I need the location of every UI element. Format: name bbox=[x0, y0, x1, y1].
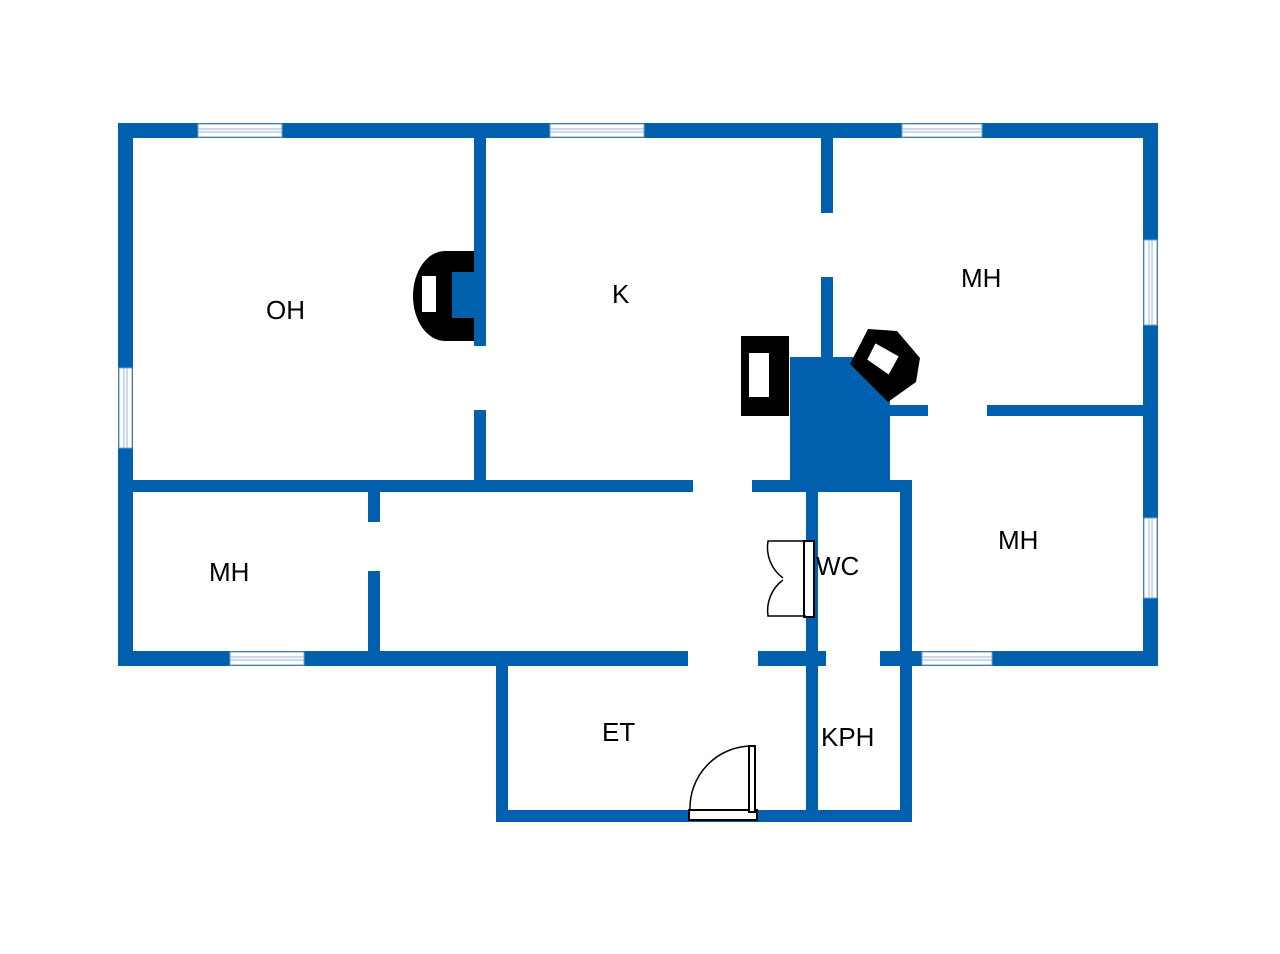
exterior-walls bbox=[118, 123, 1158, 822]
room-label-k: K bbox=[612, 279, 630, 309]
stove-kitchen bbox=[741, 336, 789, 416]
window-bottom-mh-left bbox=[229, 651, 305, 666]
room-label-et: ET bbox=[602, 717, 635, 747]
wall-k-mh-upper bbox=[821, 138, 833, 213]
wall-mh-left-lower bbox=[368, 571, 380, 656]
wall-mh-left-upper bbox=[368, 492, 380, 522]
room-labels: OH K MH MH MH WC ET KPH bbox=[209, 263, 1038, 752]
door-entrance bbox=[688, 745, 758, 821]
room-label-kph: KPH bbox=[821, 722, 874, 752]
wall-annex-left bbox=[496, 658, 508, 822]
wall-mh-mh-b bbox=[987, 405, 1143, 416]
stove-mh bbox=[850, 329, 920, 402]
interior-walls bbox=[133, 138, 1143, 822]
window-right-mh-lower bbox=[1143, 517, 1158, 599]
window-left-oh bbox=[118, 367, 133, 449]
wall-mh-mh-a bbox=[890, 405, 928, 416]
wall-bottom-left bbox=[118, 651, 688, 666]
windows bbox=[118, 123, 1158, 666]
wall-oh-k-lower bbox=[474, 410, 486, 490]
room-label-wc: WC bbox=[816, 551, 859, 581]
window-top-mh bbox=[901, 123, 983, 138]
wall-mid-left bbox=[133, 480, 693, 492]
room-label-mh-left: MH bbox=[209, 557, 249, 587]
window-top-oh bbox=[197, 123, 283, 138]
room-label-oh: OH bbox=[266, 295, 305, 325]
wall-k-mh-lower bbox=[821, 277, 833, 367]
wall-wc-left bbox=[806, 490, 818, 822]
window-bottom-mh-right bbox=[921, 651, 993, 666]
room-label-mh-lower-right: MH bbox=[998, 525, 1038, 555]
window-top-k bbox=[549, 123, 645, 138]
fireplace-back bbox=[452, 272, 482, 318]
room-label-mh-upper-right: MH bbox=[961, 263, 1001, 293]
fireplace-oh bbox=[413, 251, 474, 341]
door-wc bbox=[766, 540, 815, 618]
window-right-mh-upper bbox=[1143, 239, 1158, 326]
wall-wc-right bbox=[900, 480, 912, 822]
